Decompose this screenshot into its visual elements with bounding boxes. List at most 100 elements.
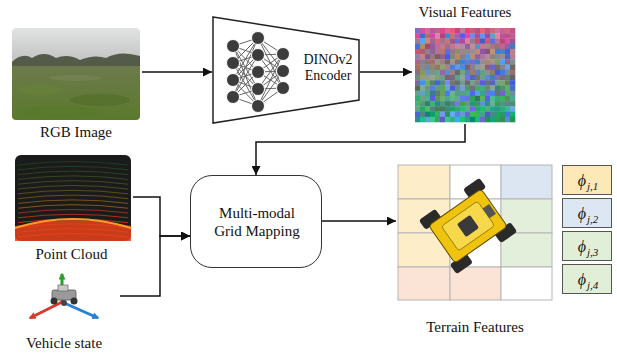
feature-cell	[425, 70, 430, 76]
rgb-photo-part	[12, 66, 140, 120]
feature-cell	[430, 75, 435, 81]
feature-cell	[505, 85, 510, 91]
feature-cell	[435, 117, 440, 123]
feature-cell	[455, 70, 460, 76]
scan-line	[18, 166, 128, 170]
encoder-outline	[213, 17, 359, 123]
feature-cell	[460, 91, 465, 97]
feature-cell	[475, 96, 480, 102]
feature-cell	[465, 70, 470, 76]
feature-cell	[495, 65, 500, 71]
feature-cell	[465, 91, 470, 97]
feature-cell	[485, 75, 490, 81]
node-label: Visual Features	[419, 4, 512, 21]
network-neuron	[252, 49, 265, 62]
flow-arrow	[133, 197, 190, 236]
feature-cell	[430, 33, 435, 39]
feature-cell	[475, 70, 480, 76]
feature-cell	[450, 96, 455, 102]
feature-cell	[510, 80, 515, 86]
feature-cell	[455, 80, 460, 86]
feature-cell	[480, 44, 485, 50]
feature-cell	[485, 112, 490, 118]
feature-cell	[450, 75, 455, 81]
feature-cell	[455, 85, 460, 91]
feature-cell	[450, 106, 455, 112]
feature-cell	[425, 80, 430, 86]
feature-cell	[450, 28, 455, 34]
feature-cell	[440, 117, 445, 123]
feature-cell	[470, 91, 475, 97]
feature-cell	[470, 59, 475, 65]
feature-cell	[490, 65, 495, 71]
scan-line	[18, 200, 128, 204]
feature-cell	[445, 91, 450, 97]
feature-cell	[475, 117, 480, 123]
feature-cell	[510, 112, 515, 118]
feature-cell	[465, 54, 470, 60]
vehicle-state-icon-part	[62, 302, 98, 318]
feature-cell	[445, 38, 450, 44]
feature-cell	[500, 85, 505, 91]
vehicle-state-icon-part	[30, 302, 62, 318]
text-area: Vehicle state	[8, 334, 120, 354]
feature-cell	[445, 49, 450, 55]
feature-mosaic	[415, 28, 515, 122]
feature-cell	[455, 38, 460, 44]
feature-cell	[475, 101, 480, 107]
feature-cell	[440, 33, 445, 39]
terrain-grid-part	[501, 165, 552, 199]
flow-arrow	[142, 71, 212, 73]
feature-cell	[420, 117, 425, 123]
feature-cell	[480, 96, 485, 102]
point-cloud-scan	[15, 162, 131, 242]
feature-cell	[435, 106, 440, 112]
feature-cell	[490, 33, 495, 39]
feature-cell	[415, 54, 420, 60]
scan-line	[18, 176, 128, 180]
network-link	[258, 54, 283, 106]
feature-cell	[475, 44, 480, 50]
feature-cell	[455, 112, 460, 118]
network-neuron	[252, 32, 265, 45]
scan-line	[18, 190, 128, 194]
feature-cell	[495, 44, 500, 50]
feature-cell	[450, 117, 455, 123]
feature-cell	[455, 33, 460, 39]
feature-cell	[420, 91, 425, 97]
feature-cell	[415, 38, 420, 44]
network-neuron	[252, 83, 265, 96]
feature-cell	[450, 49, 455, 55]
feature-cell	[490, 101, 495, 107]
feature-cell	[425, 96, 430, 102]
feature-cell	[510, 49, 515, 55]
scan-line	[18, 205, 128, 209]
feature-cell	[475, 38, 480, 44]
feature-cell	[510, 85, 515, 91]
feature-cell	[445, 85, 450, 91]
feature-cell	[415, 65, 420, 71]
scan-line	[18, 186, 128, 190]
scan-line	[18, 210, 128, 214]
feature-cell	[450, 38, 455, 44]
feature-cell	[470, 38, 475, 44]
feature-cell	[490, 44, 495, 50]
feature-cell	[420, 65, 425, 71]
feature-cell	[425, 33, 430, 39]
feature-cell	[415, 80, 420, 86]
terrain-grid-part	[398, 267, 450, 300]
scan-line	[18, 171, 128, 175]
feature-cell	[505, 91, 510, 97]
text-area: ϕj,2	[563, 199, 613, 229]
network-neuron	[277, 65, 290, 78]
scan-line	[18, 195, 128, 199]
feature-cell	[450, 91, 455, 97]
feature-cell	[480, 49, 485, 55]
feature-cell	[470, 85, 475, 91]
rgb-photo-part	[18, 85, 62, 95]
feature-cell	[430, 85, 435, 91]
feature-cell	[465, 33, 470, 39]
feature-cell	[500, 117, 505, 123]
feature-cell	[495, 117, 500, 123]
